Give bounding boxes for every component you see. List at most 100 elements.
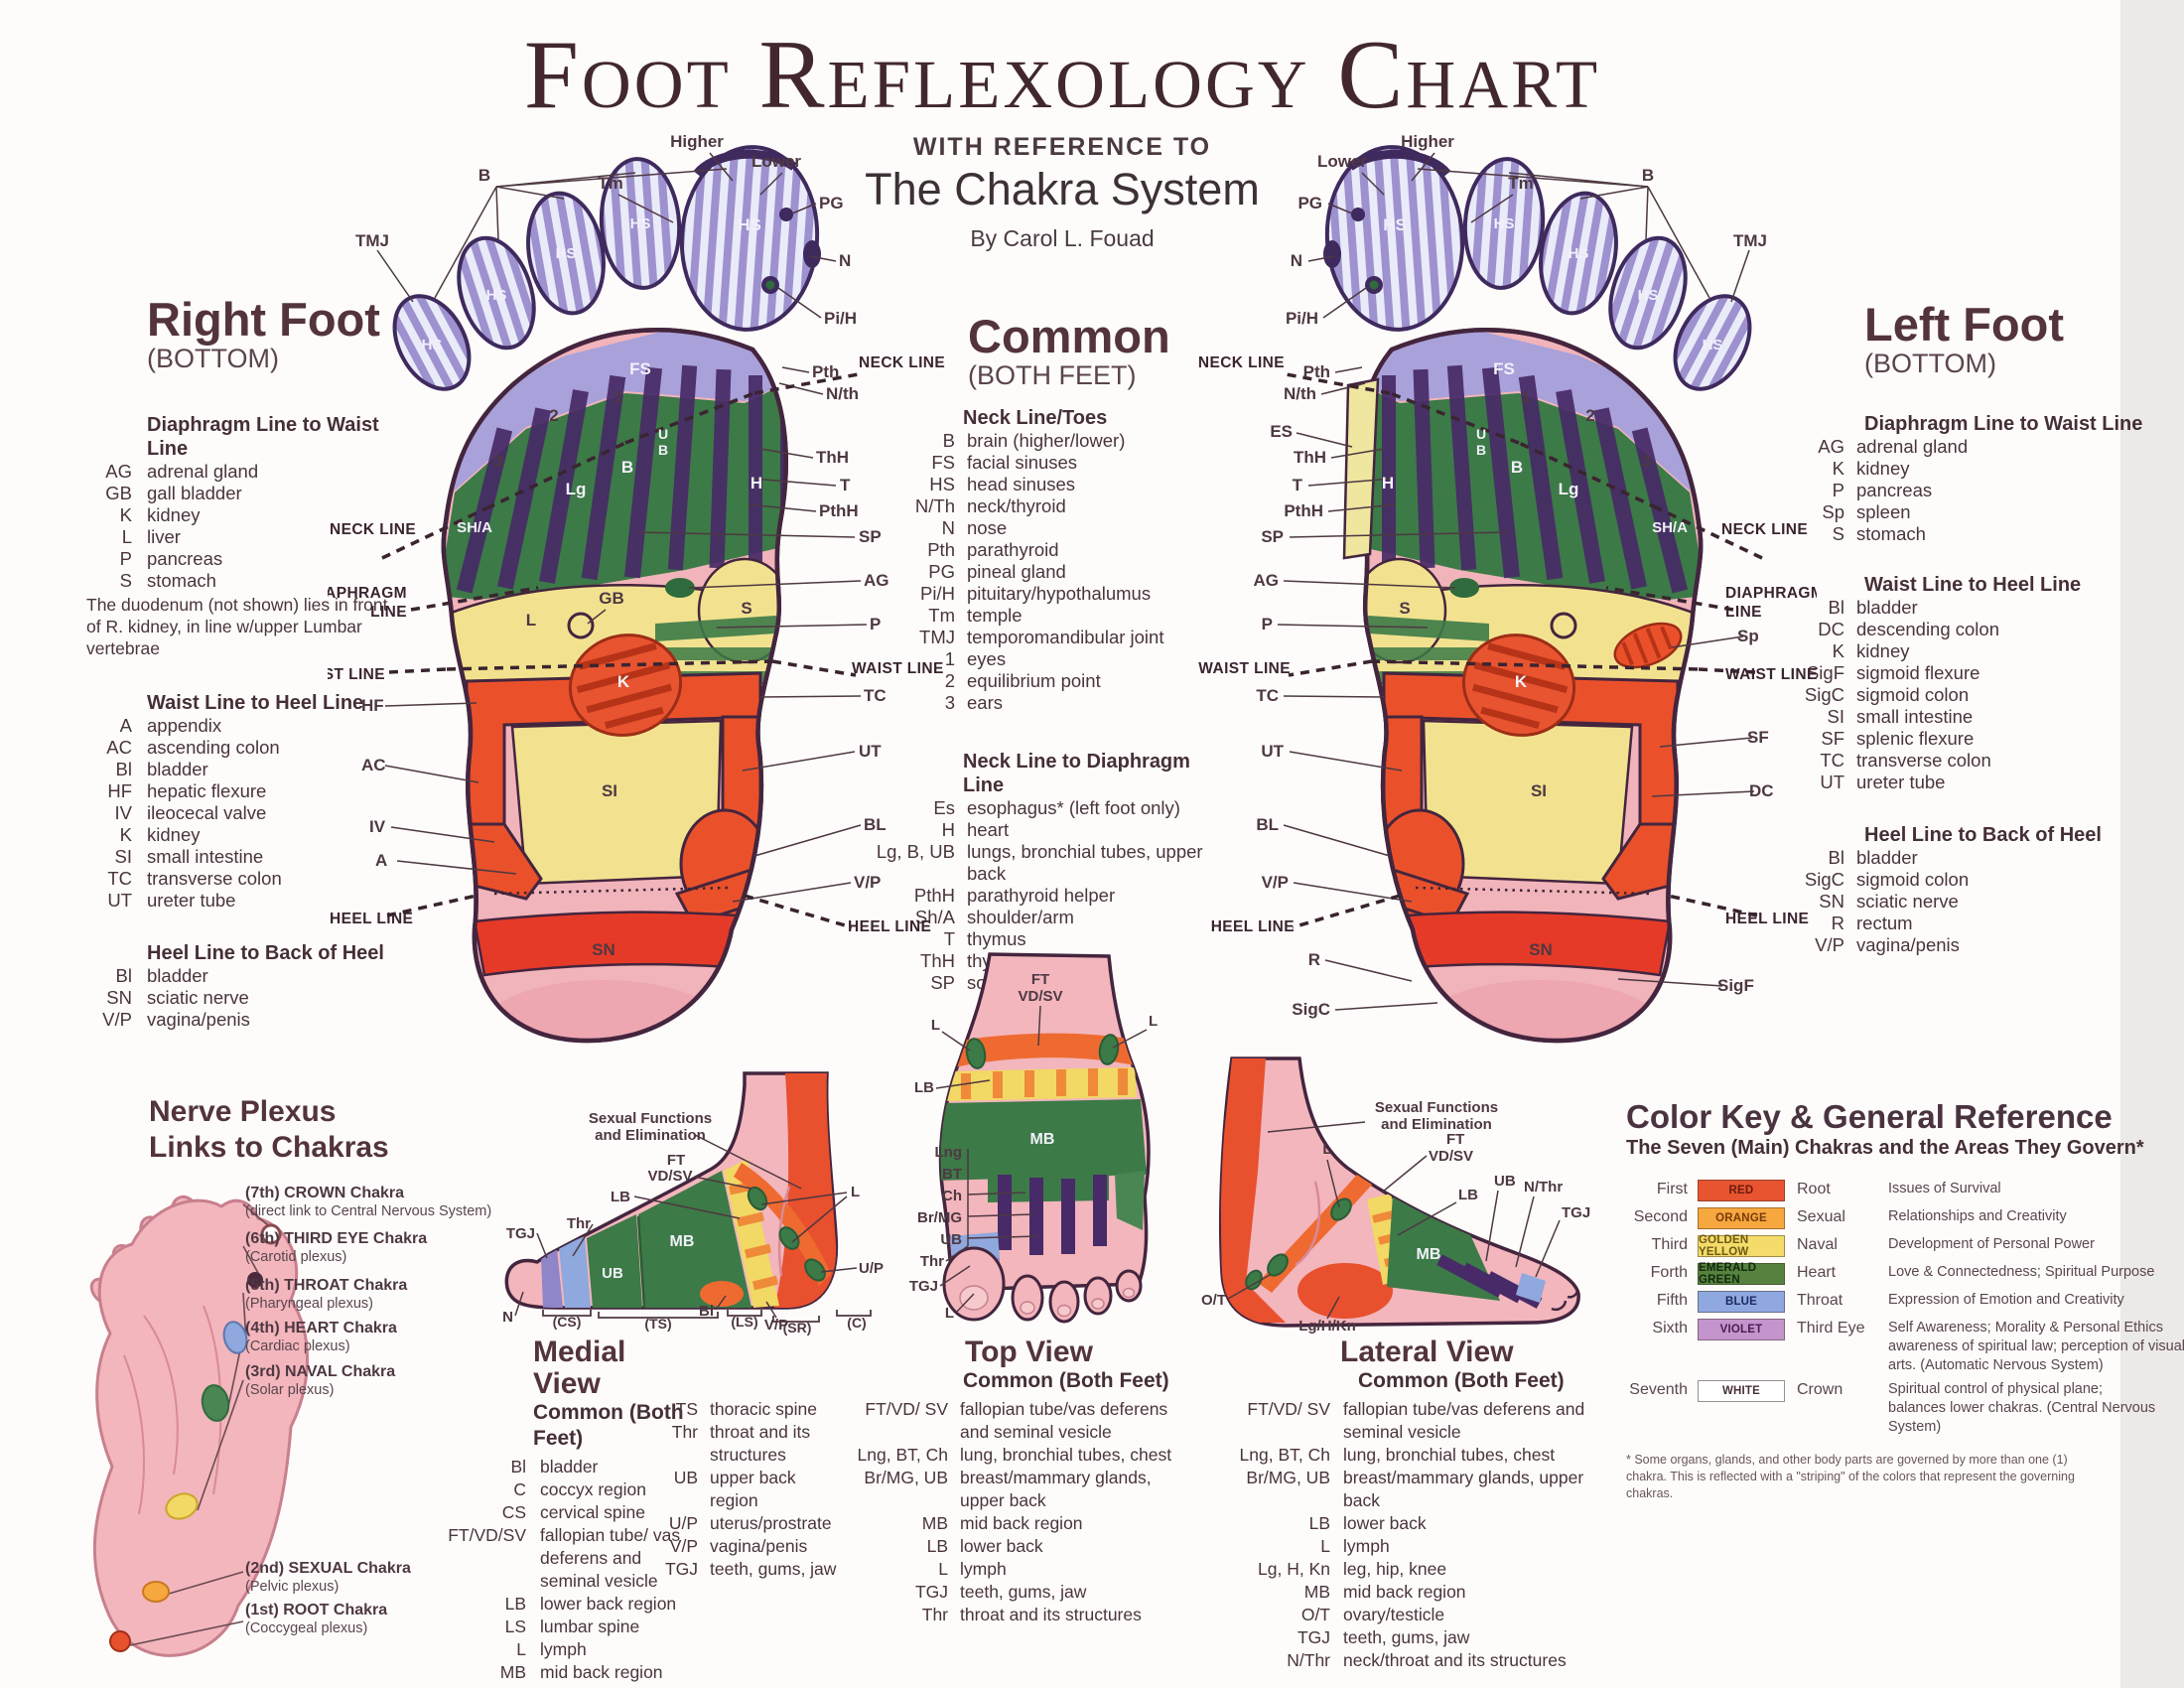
diagram-label: UB (940, 1231, 962, 1248)
leader-line (820, 1267, 858, 1273)
diagram-label: MB (1030, 1131, 1055, 1148)
leader-line (1334, 1002, 1438, 1011)
diagram-label: T (1293, 476, 1303, 494)
leader-line (791, 203, 817, 214)
leader-line (694, 1134, 802, 1190)
diagram-label: Lower (1317, 152, 1367, 171)
color-key-row: Second ORANGE Sexual Relationships and C… (1626, 1207, 2067, 1229)
diagram-label: VD/SV (1429, 1148, 1473, 1165)
diagram-label: GB (599, 589, 624, 608)
leader-line (1283, 695, 1385, 698)
diagram-label: SN (1529, 940, 1553, 959)
diagram-label: L (931, 1017, 940, 1034)
leader-line (1307, 478, 1393, 487)
diagram-label: VD/SV (647, 1168, 692, 1185)
left-foot-legend: Left Foot (BOTTOM) Diaphragm Line to Wai… (1777, 301, 2154, 956)
diagram-label: FT (1031, 971, 1049, 988)
diagram-label: Higher (670, 132, 724, 151)
diagram-label: B (1642, 166, 1654, 185)
diagram-label: B (1511, 458, 1523, 477)
diagram-label: HEEL LINE (1725, 911, 1809, 927)
diagram-label: PG (1297, 194, 1322, 212)
diagram-label: Sexual Functions (1375, 1099, 1498, 1116)
leader-line (715, 1295, 727, 1311)
leader-line (536, 1232, 548, 1259)
diagram-label: FT (667, 1152, 685, 1169)
diagram-label: Lower (751, 152, 801, 171)
right-foot-title: Right Foot (147, 293, 380, 346)
diagram-label: BT (942, 1166, 962, 1183)
diagram-label: O/T (1201, 1292, 1226, 1309)
leader-line (967, 1192, 1026, 1196)
third-eye-chakra-note: (6th) THIRD EYE Chakra(Carotid plexus) (245, 1230, 428, 1265)
golden-yellow-swatch: GOLDEN YELLOW (1698, 1234, 1785, 1258)
leader-line (1382, 1155, 1428, 1193)
diagram-label: LINE (1725, 604, 1762, 621)
diagram-label: 2 (1585, 406, 1594, 425)
root-chakra-dot (109, 1630, 131, 1652)
diagram-label: Lg/H/Kn (1298, 1318, 1356, 1335)
diagram-label: Pi/H (824, 309, 857, 328)
orange-swatch: ORANGE (1698, 1207, 1785, 1229)
diagram-label: V/P (764, 1317, 788, 1334)
color-key-row: Third GOLDEN YELLOW Naval Development of… (1651, 1234, 2095, 1258)
right-diagram-leader-lines (376, 152, 868, 929)
diagram-label: NECK LINE (859, 354, 945, 371)
diagram-label: DIAPHRAGM (328, 585, 407, 602)
leader-line (1322, 287, 1367, 319)
diagram-label: K (1515, 672, 1528, 691)
violet-swatch: VIOLET (1698, 1319, 1785, 1340)
diagram-label: WAIST LINE (1725, 666, 1817, 683)
diagram-label: N/Thr (1524, 1179, 1563, 1196)
diagram-label: (CS) (553, 1314, 582, 1330)
diagram-label: Thr (567, 1215, 591, 1232)
crown-chakra-dot (260, 1223, 282, 1245)
diagram-label: L (1322, 1141, 1331, 1158)
diagram-label: HEEL LINE (848, 918, 931, 935)
diagram-label: N/th (826, 384, 859, 403)
red-swatch: RED (1698, 1180, 1785, 1201)
naval-chakra-dot (165, 1492, 199, 1520)
leader-line (624, 391, 755, 445)
leader-line (759, 172, 783, 196)
header: Foot Reflexology Chart WITH REFERENCE TO… (467, 24, 1658, 252)
diagram-label: Tm (1508, 174, 1534, 193)
leader-line (1320, 382, 1366, 395)
leader-line (633, 1196, 741, 1219)
leader-line (1371, 659, 1699, 671)
color-key-row: Forth EMERALD GREEN Heart Love & Connect… (1650, 1262, 2155, 1286)
leader-line (384, 765, 479, 783)
common-title: Common (968, 310, 1170, 362)
diagram-label: WAIST LINE (852, 660, 944, 677)
leader-line (765, 1301, 777, 1319)
diagram-label: TGJ (1562, 1204, 1590, 1221)
leader-line (781, 366, 810, 373)
